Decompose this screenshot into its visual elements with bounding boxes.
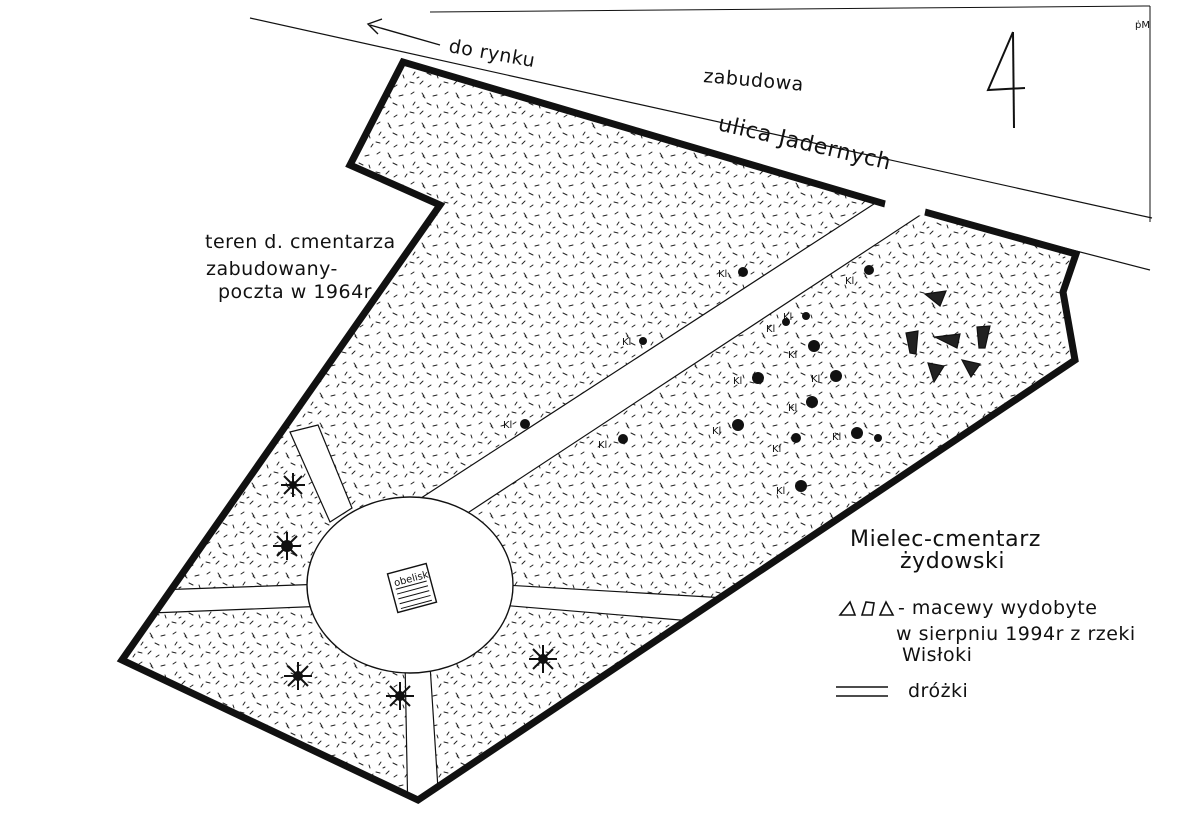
svg-text:Kl: Kl: [832, 432, 841, 443]
matzevah-icon: [976, 325, 991, 349]
tree-icon: [273, 532, 301, 560]
title-line1: Mielec-cmentarz: [850, 527, 1041, 552]
legend-matzevot-line2: w sierpniu 1994r z rzeki: [896, 623, 1136, 645]
grave-marker: [874, 434, 882, 442]
grave-marker: Kl: [776, 480, 807, 497]
graves: Kl Kl Kl Kl Kl Kl Kl Kl Kl Kl Kl Kl Kl K…: [503, 265, 882, 497]
svg-text:Kl: Kl: [776, 486, 785, 497]
svg-text:Kl: Kl: [783, 312, 792, 323]
grave-marker: Kl: [772, 433, 801, 455]
sheet-number-glyph: [986, 31, 1026, 129]
corner-mark: ṗM: [1135, 20, 1150, 31]
grave-marker: Kl: [622, 337, 647, 348]
svg-text:Kl: Kl: [845, 276, 854, 287]
obelisk-monument: obelisk: [386, 562, 438, 614]
grave-marker: Kl: [788, 340, 820, 361]
legend-matzevot-line3: Wisłoki: [902, 644, 972, 666]
grave-marker: Kl: [503, 419, 530, 431]
grave-marker: Kl: [766, 318, 790, 335]
svg-text:Kl: Kl: [712, 426, 721, 437]
grave-marker: Kl: [712, 419, 744, 437]
grave-marker: Kl: [788, 396, 818, 414]
grave-marker: Kl: [811, 370, 842, 385]
former-cemetery-line2: zabudowany-: [206, 258, 338, 280]
trees: [273, 473, 557, 710]
direction-label: do rynku: [447, 35, 537, 72]
matzevah-icon: [927, 362, 945, 384]
grave-marker: Kl: [845, 265, 874, 287]
svg-text:Kl: Kl: [772, 444, 781, 455]
grave-marker: Kl: [718, 267, 748, 280]
grave-marker: Kl: [832, 427, 863, 443]
matzevah-icon: [905, 330, 919, 355]
tree-icon: [386, 682, 414, 710]
svg-text:Kl: Kl: [733, 376, 742, 387]
tree-icon: [284, 662, 312, 690]
arrow-left-icon: [366, 18, 441, 46]
tree-icon: [281, 473, 305, 497]
legend-paths-label: dróżki: [908, 680, 968, 702]
legend-matzevah-icons: [838, 600, 895, 616]
legend-path-symbol: [836, 686, 888, 697]
former-cemetery-line3: poczta w 1964r: [218, 281, 372, 303]
title-line2: żydowski: [900, 549, 1005, 574]
legend: - macewy wydobyte w sierpniu 1994r z rze…: [836, 597, 1136, 702]
svg-text:Kl: Kl: [788, 350, 797, 361]
grave-marker: Kl: [783, 312, 810, 323]
tree-icon: [529, 645, 557, 673]
grave-marker: Kl: [733, 372, 764, 387]
matzevot: [905, 290, 991, 384]
street-edge-upper: [249, 17, 1153, 219]
svg-text:Kl: Kl: [766, 324, 775, 335]
buildings-label: zabudowa: [703, 65, 805, 96]
path-entrance: [884, 199, 926, 217]
svg-text:Kl: Kl: [811, 374, 820, 385]
legend-matzevot-line1: - macewy wydobyte: [898, 597, 1097, 619]
svg-text:Kl: Kl: [788, 403, 797, 414]
cemetery-lot: [116, 57, 1081, 805]
svg-text:Kl: Kl: [598, 440, 607, 451]
matzevah-icon: [923, 290, 947, 307]
path-upper-left: [289, 424, 353, 523]
svg-text:Kl: Kl: [718, 269, 727, 280]
svg-text:Kl: Kl: [622, 337, 631, 348]
former-cemetery-line1: teren d. cmentarza: [205, 231, 396, 253]
grave-marker: Kl: [598, 434, 628, 451]
matzevah-icon: [960, 359, 982, 379]
top-edge-line: [429, 5, 1151, 13]
matzevah-icon: [932, 333, 961, 349]
svg-text:Kl: Kl: [503, 420, 512, 431]
